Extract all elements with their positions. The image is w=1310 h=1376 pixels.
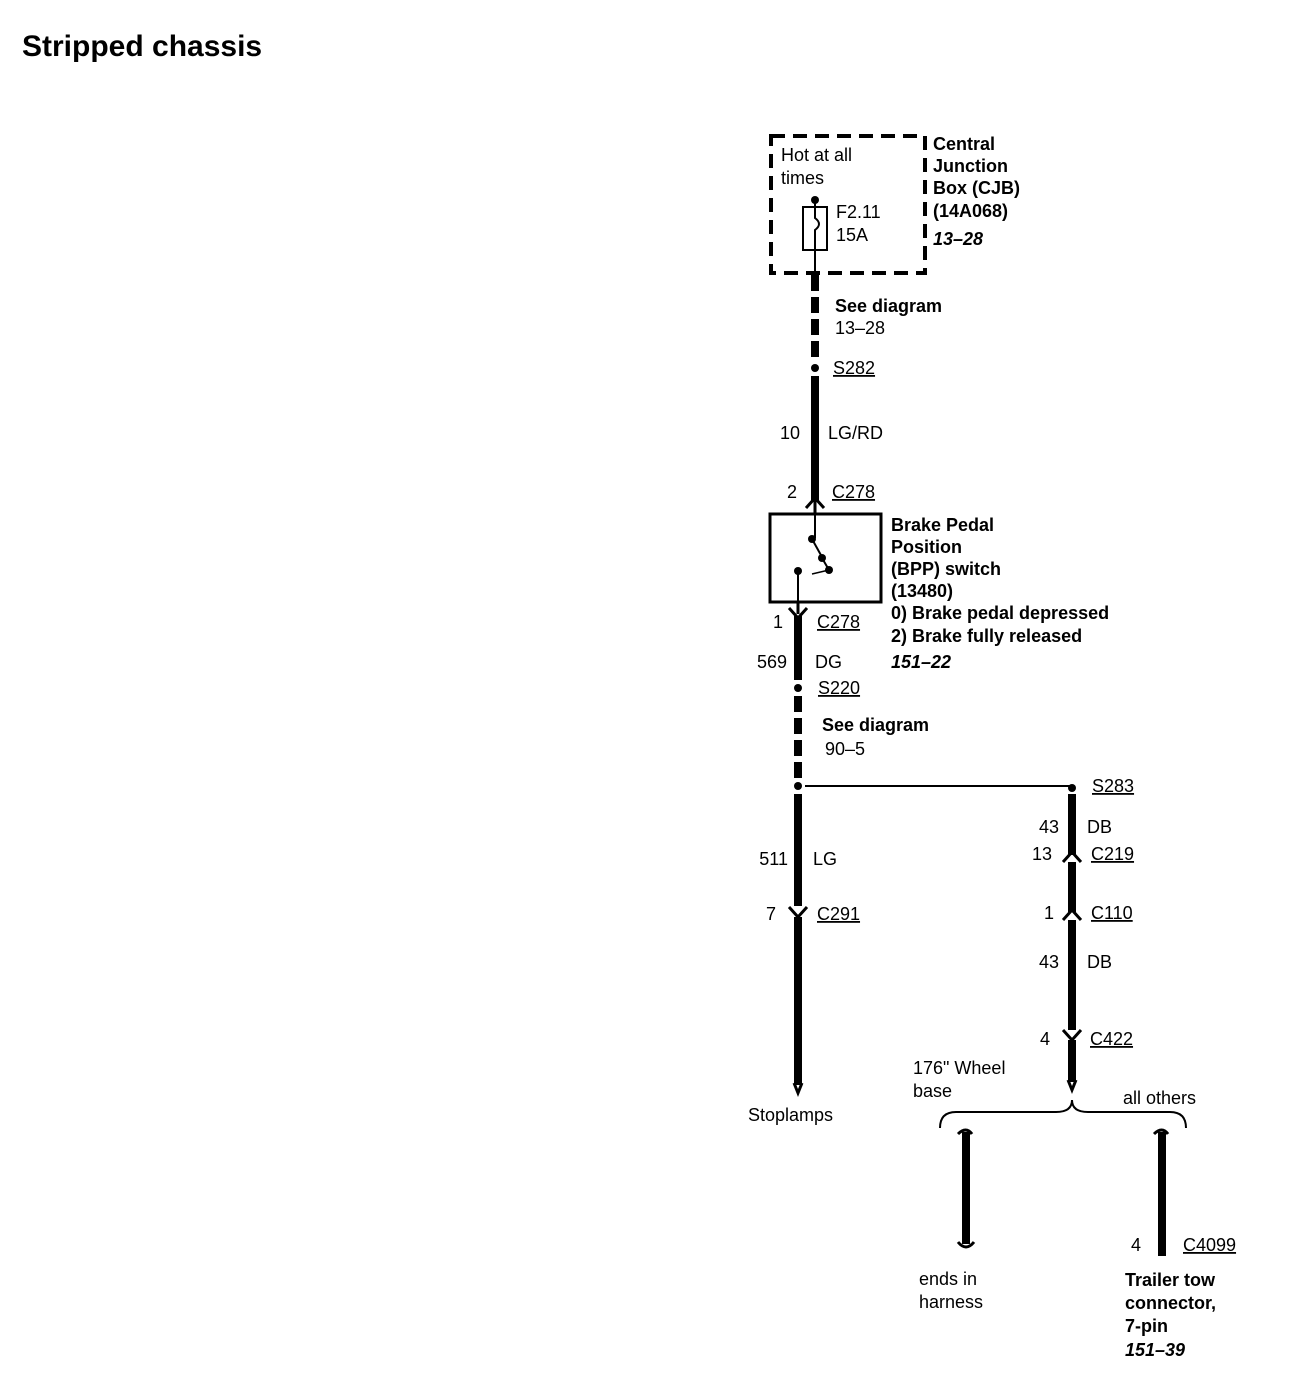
c4099-pin: 4 <box>1131 1235 1141 1255</box>
bpp-name-line3: (BPP) switch <box>891 559 1001 579</box>
bpp-state-2: 2) Brake fully released <box>891 626 1082 646</box>
central-junction-box: Hot at all times F2.11 15A <box>769 134 927 275</box>
c110-connector: C110 <box>1091 903 1133 923</box>
branch-right-label: all others <box>1123 1088 1196 1108</box>
splice-s282-dot <box>811 364 819 372</box>
c278-bottom-pin: 1 <box>773 612 783 632</box>
connector-c110-icon <box>1061 907 1083 922</box>
see-diagram-1-line1: See diagram <box>835 296 942 316</box>
wire-511-circuit: 511 <box>759 849 788 869</box>
c422-pin: 4 <box>1040 1029 1050 1049</box>
trailer-line2: connector, <box>1125 1293 1216 1313</box>
trailer-line3: 7-pin <box>1125 1316 1168 1336</box>
hot-label-line2: times <box>781 168 824 188</box>
wire-43a-color: DB <box>1087 817 1112 837</box>
page-title: Stripped chassis <box>22 30 263 63</box>
see-diagram-2-line2: 90–5 <box>825 739 865 759</box>
connector-c422-icon <box>1061 1028 1083 1043</box>
c278-bottom-connector: C278 <box>817 612 860 632</box>
c422-connector: C422 <box>1090 1029 1133 1049</box>
bpp-switch <box>768 512 883 604</box>
connector-c219-icon <box>1061 849 1083 864</box>
c110-pin: 1 <box>1044 903 1054 923</box>
ends-line1: ends in <box>919 1269 977 1289</box>
splice-s283-dot <box>1068 784 1076 792</box>
connector-c291-icon <box>787 905 809 920</box>
cjb-name-line3: Box (CJB) <box>933 178 1020 198</box>
bpp-name-line1: Brake Pedal <box>891 515 994 535</box>
wire-43a-circuit: 43 <box>1039 817 1059 837</box>
fuse-rating: 15A <box>836 225 868 245</box>
cjb-ref: 13–28 <box>933 229 983 249</box>
wire-43b-color: DB <box>1087 952 1112 972</box>
c278-top-pin: 2 <box>787 482 797 502</box>
wire-43b-circuit: 43 <box>1039 952 1059 972</box>
hot-label-line1: Hot at all <box>781 145 852 165</box>
branch-left-line1: 176" Wheel <box>913 1058 1005 1078</box>
wire-569-circuit: 569 <box>757 652 787 672</box>
cjb-name-line2: Junction <box>933 156 1008 176</box>
c291-connector: C291 <box>817 904 860 924</box>
splice-s283: S283 <box>1092 776 1134 796</box>
connector-c278-top-icon <box>804 495 826 510</box>
bpp-ref: 151–22 <box>891 652 951 672</box>
wire-10-color: LG/RD <box>828 423 883 443</box>
trailer-ref: 151–39 <box>1125 1340 1185 1360</box>
cjb-name-line1: Central <box>933 134 995 154</box>
c291-pin: 7 <box>766 904 776 924</box>
ends-line2: harness <box>919 1292 983 1312</box>
c219-pin: 13 <box>1032 844 1052 864</box>
wire-10-circuit: 10 <box>780 423 800 443</box>
fuse-id: F2.11 <box>836 202 881 222</box>
wire-569-color: DG <box>815 652 842 672</box>
splice-s220-dot <box>794 684 802 692</box>
branch-brace <box>939 1099 1187 1129</box>
bpp-part-number: (13480) <box>891 581 953 601</box>
wire-511-color: LG <box>813 849 837 869</box>
junction-dot <box>794 782 802 790</box>
bpp-name-line2: Position <box>891 537 962 557</box>
see-diagram-2-line1: See diagram <box>822 715 929 735</box>
c219-connector: C219 <box>1091 844 1134 864</box>
bpp-state-0: 0) Brake pedal depressed <box>891 603 1109 623</box>
splice-s220: S220 <box>818 678 860 698</box>
cjb-part-number: (14A068) <box>933 201 1008 221</box>
splice-s282: S282 <box>833 358 875 378</box>
stoplamps-label: Stoplamps <box>748 1105 833 1125</box>
see-diagram-1-line2: 13–28 <box>835 318 885 338</box>
trailer-line1: Trailer tow <box>1125 1270 1216 1290</box>
c4099-connector: C4099 <box>1183 1235 1236 1255</box>
c278-top-connector: C278 <box>832 482 875 502</box>
branch-left-line2: base <box>913 1081 952 1101</box>
